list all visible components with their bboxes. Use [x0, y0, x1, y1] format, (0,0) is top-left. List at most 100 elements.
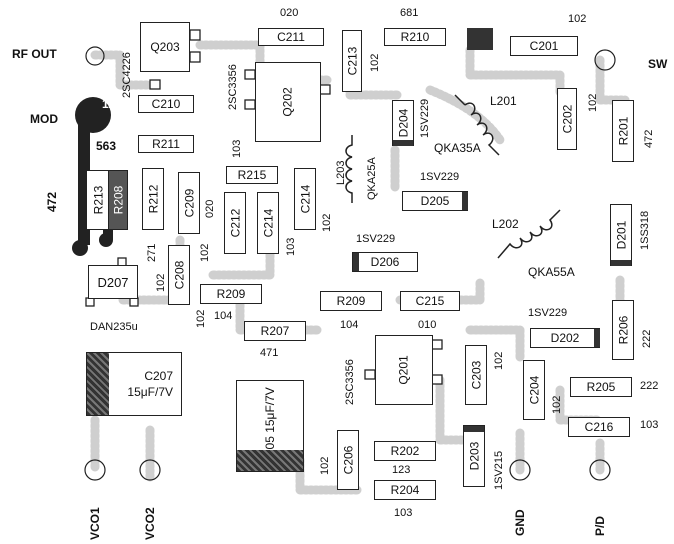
rfout-pad: [85, 46, 105, 66]
c214a-value: 103: [285, 237, 297, 256]
c210-capacitor: C210: [138, 95, 194, 113]
l201-type: QKA35A: [434, 141, 481, 155]
r209b-resistor: R209: [320, 291, 382, 311]
d203-diode: D203: [463, 425, 485, 487]
c204-capacitor: C204: [523, 360, 545, 420]
d205-type: 1SV229: [420, 171, 460, 183]
lead-r208-end: [99, 233, 113, 247]
r201-resistor: R201: [612, 100, 634, 162]
c213-capacitor: C213: [342, 30, 362, 92]
r213-value: 472: [45, 191, 59, 212]
c201-value: 102: [568, 13, 587, 25]
d207-side-value: 102: [155, 273, 167, 292]
c201-capacitor: C201: [510, 36, 578, 56]
c214b-value: 102: [321, 213, 333, 232]
l203-ref: L203: [335, 160, 347, 185]
c215-capacitor: C215: [400, 291, 460, 311]
vco1-pad: [84, 459, 106, 481]
r211-resistor: R211: [138, 135, 194, 153]
pd-label: P/D: [593, 515, 607, 536]
r213-resistor: R213: [86, 170, 110, 230]
c204-value: 102: [551, 395, 563, 414]
r211-value: 563: [96, 139, 117, 153]
l202-type: QKA55A: [528, 265, 575, 279]
trace: [465, 325, 525, 365]
q203-type: 2SC4226: [121, 52, 133, 98]
c207-ref: C207: [144, 369, 173, 383]
r212-resistor: R212: [142, 168, 164, 230]
r207-value: 471: [260, 347, 279, 359]
d202-type: 1SV229: [528, 307, 568, 319]
c216-capacitor: C216: [568, 417, 630, 437]
r209a-resistor: R209: [200, 284, 262, 304]
c208-side-value: 102: [199, 243, 211, 262]
vco2-label: VCO2: [143, 507, 157, 540]
c216-value: 103: [640, 419, 659, 431]
d205-diode: D205: [402, 191, 468, 211]
l202-ref: L202: [492, 217, 519, 231]
r201-value: 472: [643, 129, 655, 148]
d206-type: 1SV229: [356, 233, 396, 245]
c214-capacitor-a: C214: [257, 192, 279, 254]
d207-type: DAN235u: [90, 321, 138, 333]
gnd-pad: [509, 459, 531, 481]
r215-resistor: R215: [226, 166, 278, 184]
d207-diode: D207: [88, 265, 138, 299]
d201-type: 1SS318: [639, 210, 651, 250]
l202-coil: [497, 209, 561, 259]
r208-value: 271: [146, 243, 158, 262]
c202-capacitor: C202: [557, 88, 577, 150]
l201-ref: L201: [490, 94, 517, 108]
trace: [90, 50, 155, 90]
r202-resistor: R202: [374, 441, 436, 461]
c203-capacitor: C203: [465, 345, 487, 405]
q202-transistor: Q202: [255, 62, 321, 142]
c206-value: 102: [319, 456, 331, 475]
d204-type: 1SV229: [419, 98, 431, 138]
r209b-value: 104: [340, 319, 359, 331]
c211-capacitor: C211: [258, 28, 324, 46]
d201-cathode-band: [611, 260, 631, 266]
c215-value: 010: [418, 319, 437, 331]
mod-label: MOD: [30, 112, 58, 126]
r204-value: 103: [394, 507, 413, 519]
trace: [465, 45, 565, 100]
r207-resistor: R207: [244, 321, 306, 341]
sw-pad: [594, 49, 616, 71]
d204-cathode-band: [393, 140, 413, 146]
c206-capacitor: C206: [337, 430, 359, 490]
solder-block: [467, 28, 493, 50]
r202-value: 123: [392, 464, 411, 476]
r209a-value: 104: [214, 310, 233, 322]
c207-value: 15μF/7V: [127, 385, 173, 399]
trace: [435, 375, 475, 445]
vco2-pad: [139, 459, 161, 481]
q201-type: 2SC3356: [344, 359, 356, 405]
d206-cathode-band: [353, 253, 359, 271]
c208-capacitor: C208: [168, 245, 190, 305]
c214-capacitor-b: C214: [294, 168, 316, 230]
c211-value: 020: [280, 7, 299, 19]
rf-out-label: RF OUT: [12, 47, 57, 61]
c213-value: 102: [369, 53, 381, 72]
c208-value: 102: [195, 309, 207, 328]
q202-type: 2SC3356: [227, 64, 239, 110]
mod-lead-end: [72, 240, 88, 256]
d202-diode: D202: [530, 328, 600, 348]
vco1-label: VCO1: [88, 507, 102, 540]
r208-resistor: R208: [108, 170, 128, 230]
q203-transistor: Q203: [140, 22, 190, 72]
r210-resistor: R210: [384, 28, 446, 46]
l203-type: QKA25A: [366, 157, 378, 200]
r210-value: 681: [400, 7, 419, 19]
c210-value: 120: [102, 97, 123, 111]
l203-coil: [345, 135, 353, 203]
l201-coil: [454, 94, 500, 156]
d201-diode: D201: [610, 204, 632, 266]
trace: [425, 85, 505, 145]
c212-capacitor: C212: [224, 192, 246, 254]
gnd-label: GND: [513, 509, 527, 536]
d205-cathode-band: [462, 192, 468, 210]
r206-value: 222: [641, 329, 653, 348]
